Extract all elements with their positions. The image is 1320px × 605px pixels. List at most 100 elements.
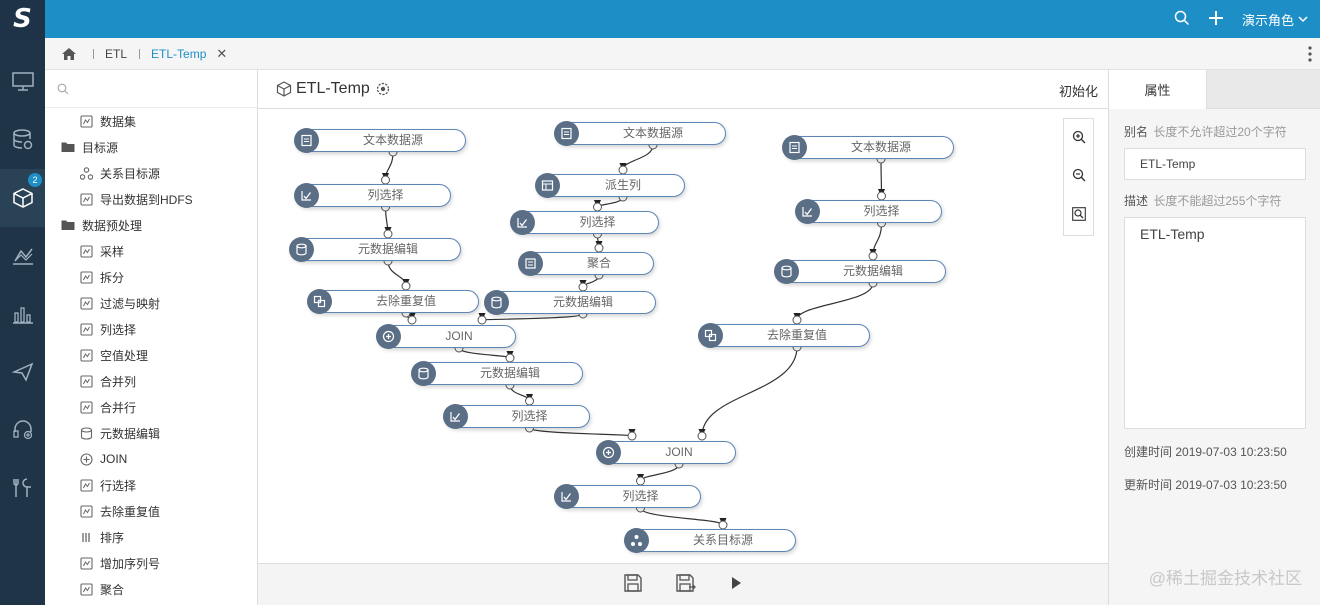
tree-item[interactable]: 合并列: [45, 368, 257, 394]
home-icon[interactable]: [45, 47, 93, 61]
tree-item[interactable]: 增加序列号: [45, 550, 257, 576]
flow-node[interactable]: 元数据编辑: [484, 290, 656, 315]
flow-edge[interactable]: [869, 222, 883, 258]
tree-item[interactable]: 采样: [45, 238, 257, 264]
flow-node[interactable]: 派生列: [535, 173, 685, 198]
connection-port[interactable]: [593, 202, 602, 212]
flow-edge[interactable]: [528, 427, 636, 438]
flow-node[interactable]: JOIN: [596, 440, 736, 465]
tree-item[interactable]: 元数据编辑: [45, 420, 257, 446]
tree-item[interactable]: 拆分: [45, 264, 257, 290]
connection-port[interactable]: [718, 520, 728, 530]
more-vertical-icon[interactable]: [1308, 46, 1312, 65]
flow-edge[interactable]: [387, 260, 410, 288]
tree-item[interactable]: 聚合: [45, 576, 257, 602]
flow-edge[interactable]: [877, 158, 886, 198]
flow-node[interactable]: JOIN: [376, 324, 516, 349]
alias-input[interactable]: ETL-Temp: [1124, 148, 1306, 180]
role-selector[interactable]: 演示角色: [1242, 10, 1308, 29]
tree-item[interactable]: 目标源: [45, 134, 257, 160]
connection-port[interactable]: [594, 243, 604, 253]
connection-port[interactable]: [505, 353, 515, 363]
tree-item[interactable]: 数据集: [45, 108, 257, 134]
connection-port[interactable]: [381, 175, 390, 185]
flow-node[interactable]: 文本数据源: [554, 121, 726, 146]
flow-edge[interactable]: [639, 507, 727, 527]
tree-item[interactable]: 数据预处理: [45, 212, 257, 238]
tree-item[interactable]: 行选择: [45, 472, 257, 498]
settings-icon[interactable]: [376, 82, 390, 96]
flow-node[interactable]: 列选择: [443, 404, 590, 429]
tree-search-box[interactable]: [45, 70, 257, 108]
flow-node[interactable]: 元数据编辑: [774, 259, 946, 284]
init-button[interactable]: 初始化: [1058, 84, 1098, 99]
nav-analysis-icon[interactable]: [0, 227, 45, 285]
nav-send-icon[interactable]: [0, 343, 45, 401]
nav-support-icon[interactable]: [0, 401, 45, 459]
save-icon[interactable]: [623, 573, 643, 596]
run-icon[interactable]: [729, 575, 743, 594]
connection-port[interactable]: [697, 431, 707, 441]
flow-edge[interactable]: [698, 346, 798, 438]
plus-icon[interactable]: [1208, 10, 1224, 29]
nav-chart-icon[interactable]: [0, 285, 45, 343]
flow-node[interactable]: 列选择: [294, 183, 451, 208]
flow-node[interactable]: 列选择: [795, 199, 942, 224]
tabs-bar: ETL ETL-Temp ✕: [45, 38, 1320, 70]
connection-port[interactable]: [578, 282, 588, 292]
flow-edge[interactable]: [619, 144, 654, 172]
tree-item[interactable]: 列选择: [45, 316, 257, 342]
flow-node[interactable]: 去除重复值: [307, 289, 479, 314]
flow-node[interactable]: 去除重复值: [698, 323, 870, 348]
tree-item[interactable]: 关系目标源: [45, 160, 257, 186]
nav-database-icon[interactable]: [0, 111, 45, 169]
tree-item[interactable]: 排序: [45, 524, 257, 550]
flow-node[interactable]: 关系目标源: [624, 528, 796, 553]
zoom-in-icon[interactable]: [1072, 130, 1086, 147]
flow-node[interactable]: 列选择: [554, 484, 701, 509]
nav-monitor-icon[interactable]: [0, 53, 45, 111]
flow-node[interactable]: 元数据编辑: [289, 237, 461, 262]
tree-search-input[interactable]: [75, 81, 245, 96]
nav-tools-icon[interactable]: [0, 459, 45, 517]
tab-etl[interactable]: ETL: [93, 38, 139, 70]
tree-item[interactable]: 合并行: [45, 394, 257, 420]
flow-node-label: 文本数据源: [362, 133, 423, 147]
flow-node[interactable]: 文本数据源: [294, 128, 466, 153]
tree-item[interactable]: 空值处理: [45, 342, 257, 368]
connection-port[interactable]: [877, 191, 886, 201]
connection-port[interactable]: [636, 476, 645, 486]
nav-etl-icon[interactable]: 2: [0, 169, 45, 227]
flow-edge[interactable]: [793, 282, 874, 322]
flow-edge[interactable]: [458, 347, 514, 360]
tree-item[interactable]: JOIN: [45, 446, 257, 472]
connection-port[interactable]: [868, 251, 878, 261]
connection-port[interactable]: [627, 431, 637, 441]
zoom-fit-icon[interactable]: [1071, 207, 1086, 224]
connection-port[interactable]: [401, 281, 411, 291]
tab-etl-temp[interactable]: ETL-Temp ✕: [139, 38, 239, 70]
zoom-out-icon[interactable]: [1072, 168, 1086, 185]
save-as-icon[interactable]: [675, 573, 697, 596]
flow-node[interactable]: 列选择: [510, 210, 659, 235]
connection-port[interactable]: [383, 229, 393, 239]
connection-port[interactable]: [525, 396, 534, 406]
tree-item[interactable]: 导出数据到HDFS: [45, 186, 257, 212]
flow-node-label: 去除重复值: [375, 294, 436, 308]
flow-node[interactable]: 元数据编辑: [411, 361, 583, 386]
tree-item[interactable]: 去除重复值: [45, 498, 257, 524]
connection-port[interactable]: [618, 165, 628, 175]
flow-node[interactable]: 聚合: [518, 251, 654, 276]
flow-edge[interactable]: [636, 463, 680, 483]
desc-textarea[interactable]: ETL-Temp: [1124, 217, 1306, 429]
flow-node[interactable]: 文本数据源: [782, 135, 954, 160]
app-logo[interactable]: S: [0, 0, 45, 38]
connection-port[interactable]: [792, 315, 802, 325]
close-icon[interactable]: ✕: [216, 45, 228, 61]
tab-properties[interactable]: 属性: [1109, 70, 1207, 109]
search-icon[interactable]: [1174, 10, 1190, 29]
tree-item[interactable]: 过滤与映射: [45, 290, 257, 316]
connection-port[interactable]: [477, 315, 487, 325]
connection-port[interactable]: [407, 315, 417, 325]
